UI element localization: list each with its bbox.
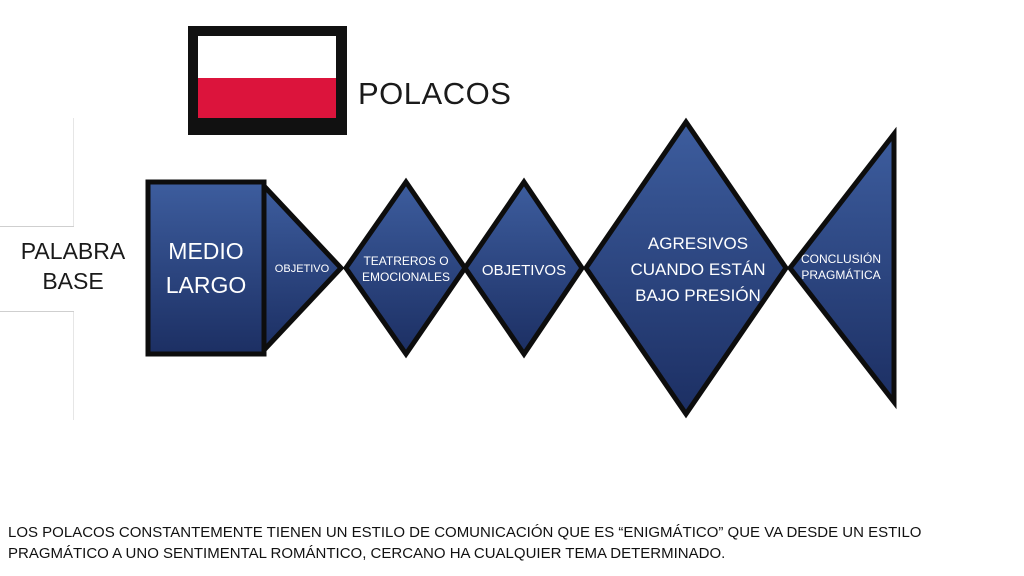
teatreros-line1: TEATREROS O [363,254,448,268]
description-line2: PRAGMÁTICO A UNO SENTIMENTAL ROMÁNTICO, … [8,545,726,562]
conclusion-triangle [786,126,897,410]
poland-flag-icon [188,26,347,135]
agresivos-line1: AGRESIVOS [648,234,748,253]
teatreros-diamond [342,177,469,359]
side-label: PALABRA BASE [6,236,140,296]
medio-largo-line2: LARGO [166,272,247,298]
agresivos-diamond [582,117,790,419]
objetivos-label: OBJETIVOS [482,262,566,279]
medio-largo-box [145,179,267,357]
teatreros-line2: EMOCIONALES [362,270,450,284]
side-label-line1: PALABRA [20,238,126,264]
side-label-line2: BASE [42,268,104,294]
conclusion-line1: CONCLUSIÓN [801,251,881,266]
conclusion-line2: PRAGMÁTICA [801,267,880,282]
objetivos-diamond [461,177,586,359]
objetivo-label: OBJETIVO [275,263,330,275]
flag-white-stripe [198,36,336,78]
description-line1: LOS POLACOS CONSTANTEMENTE TIENEN UN EST… [8,524,922,541]
side-label-box [0,226,74,312]
agresivos-line3: BAJO PRESIÓN [635,286,761,305]
flag-red-stripe [198,78,336,118]
description-text: LOS POLACOS CONSTANTEMENTE TIENEN UN EST… [8,522,1018,564]
page-title: POLACOS [358,76,512,111]
medio-largo-line1: MEDIO [168,238,243,264]
agresivos-line2: CUANDO ESTÁN [630,260,765,279]
objetivo-triangle [261,179,345,357]
